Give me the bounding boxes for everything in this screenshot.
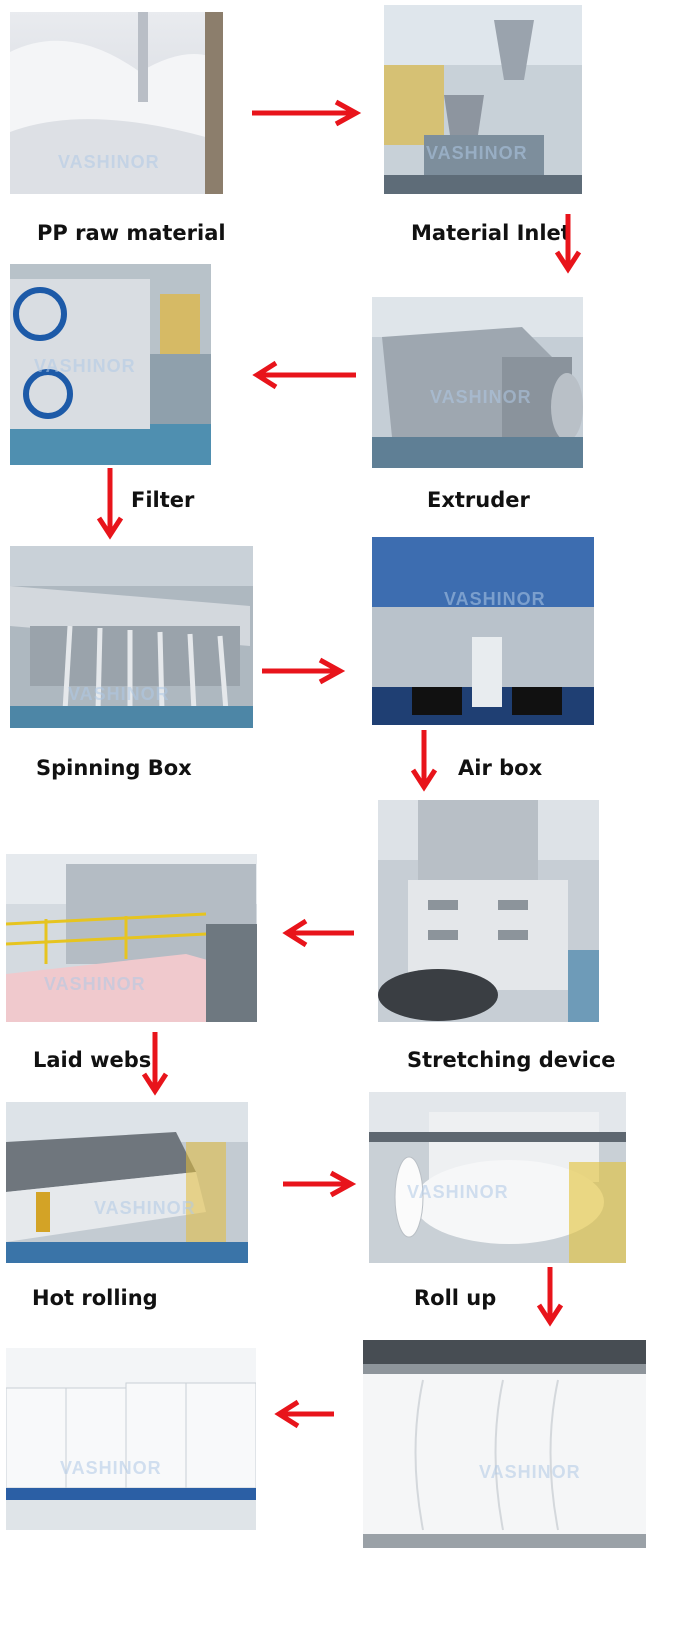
roll-up-photo: VASHINOR <box>369 1092 626 1263</box>
step-label: PP raw material <box>37 221 226 245</box>
laid-webs-photo: VASHINOR <box>6 854 257 1022</box>
finished-roll-photo: VASHINOR <box>363 1340 646 1548</box>
filter-photo: VASHINOR <box>10 264 211 465</box>
arrow-right-icon <box>252 99 362 127</box>
arrow-down-icon <box>96 468 124 540</box>
hot-rolling-photo: VASHINOR <box>6 1102 248 1263</box>
material-inlet-photo: VASHINOR <box>384 5 582 194</box>
arrow-left-icon <box>252 360 356 390</box>
arrow-down-icon <box>141 1032 169 1096</box>
arrow-down-icon <box>554 214 582 274</box>
arrow-down-icon <box>410 730 438 792</box>
arrow-right-icon <box>283 1170 357 1198</box>
step-label: Filter <box>131 488 195 512</box>
arrow-left-icon <box>282 918 354 948</box>
arrow-left-icon <box>274 1399 334 1429</box>
packed-rolls-photo: VASHINOR <box>6 1348 256 1530</box>
extruder-photo: VASHINOR <box>372 297 583 468</box>
step-label: Extruder <box>427 488 530 512</box>
step-label: Roll up <box>414 1286 497 1310</box>
air-box-photo: VASHINOR <box>372 537 594 725</box>
arrow-down-icon <box>536 1267 564 1327</box>
step-label: Hot rolling <box>32 1286 158 1310</box>
pp-raw-material-photo: VASHINOR <box>10 12 223 194</box>
stretching-device-photo <box>378 800 599 1022</box>
step-label: Material Inlet <box>411 221 571 245</box>
step-label: Laid webs <box>33 1048 152 1072</box>
step-label: Stretching device <box>407 1048 616 1072</box>
step-label: Spinning Box <box>36 756 192 780</box>
step-label: Air box <box>458 756 543 780</box>
arrow-right-icon <box>262 657 346 685</box>
spinning-box-photo: VASHINOR <box>10 546 253 728</box>
